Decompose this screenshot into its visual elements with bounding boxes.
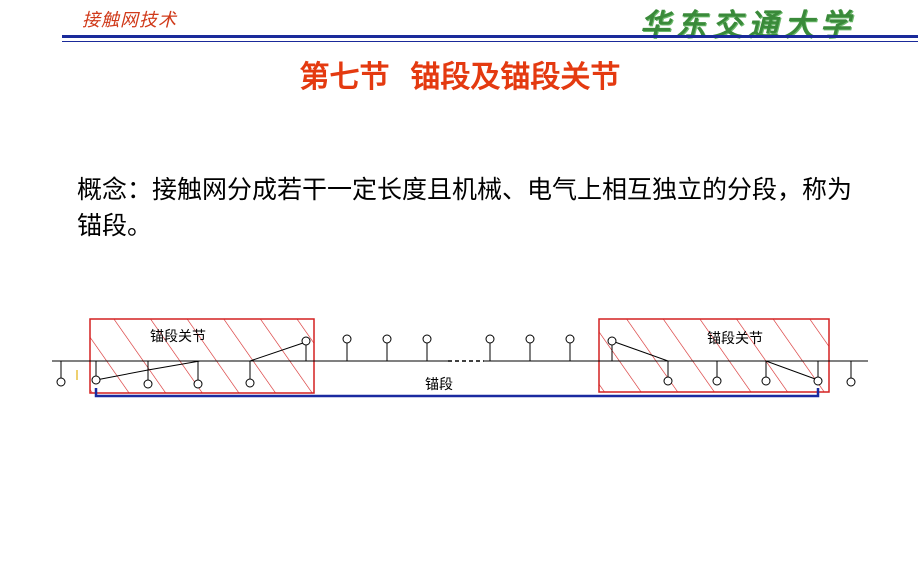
course-title: 接触网技术 <box>82 10 177 31</box>
right-joint-label: 锚段关节 <box>707 331 763 347</box>
pole-below <box>846 361 856 387</box>
pole-below <box>761 361 771 386</box>
left-joint-label: 锚段关节 <box>150 329 206 345</box>
pole-below <box>245 361 255 388</box>
pole-below <box>143 361 153 389</box>
pole-above <box>607 336 617 361</box>
pole-above <box>301 336 311 361</box>
concept-text: 概念：接触网分成若干一定长度且机械、电气上相互独立的分段，称为锚段。 <box>77 175 853 240</box>
slide-title: 第七节 锚段及锚段关节 <box>299 60 621 95</box>
left-anchor-wire <box>95 341 307 381</box>
pole-above <box>525 334 535 361</box>
right-anchor-wire <box>611 340 819 381</box>
pole-below <box>193 361 203 389</box>
pole-above <box>485 334 495 361</box>
pole-below <box>813 361 823 386</box>
anchor-section-span <box>94 388 820 398</box>
pole-below <box>663 361 673 386</box>
pole-above <box>565 334 575 361</box>
header-divider-thick <box>62 35 918 38</box>
pole-above <box>342 334 352 361</box>
pole-below <box>56 361 66 387</box>
pole-below <box>91 361 101 385</box>
left-joint-box <box>89 318 315 394</box>
header-divider-thin <box>62 41 918 42</box>
pole-above <box>422 334 432 361</box>
anchor-section-label: 锚段 <box>425 377 453 393</box>
pole-above <box>382 334 392 361</box>
pole-below <box>712 361 722 386</box>
